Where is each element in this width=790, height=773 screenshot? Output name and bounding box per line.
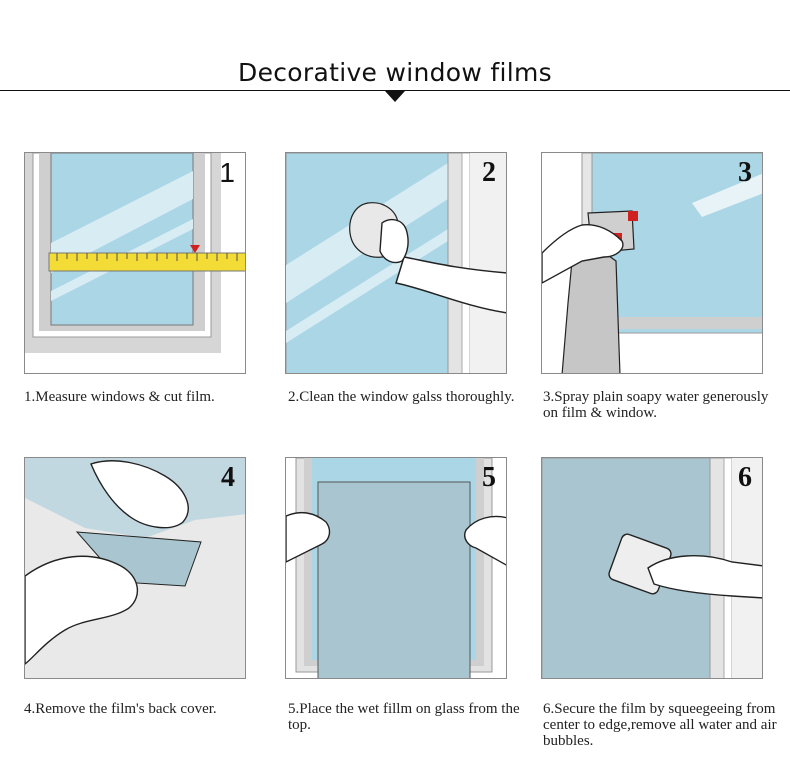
- step-5-caption: 5.Place the wet fillm on glass from the …: [288, 701, 520, 733]
- step-4-caption: 4.Remove the film's back cover.: [24, 701, 217, 717]
- step-6-illustration: 6: [541, 457, 763, 679]
- title-divider: [0, 90, 790, 91]
- step-5-illustration: 5: [285, 457, 507, 679]
- step-2-illustration: 2: [285, 152, 507, 374]
- step-number: 1: [219, 157, 235, 188]
- step-1-caption: 1.Measure windows & cut film.: [24, 389, 215, 405]
- step-number: 6: [738, 462, 752, 493]
- step-number: 4: [221, 462, 235, 493]
- step-3-illustration: 3: [541, 152, 763, 374]
- page-title: Decorative window films: [238, 58, 552, 87]
- step-number: 2: [482, 157, 496, 188]
- step-3-caption: 3.Spray plain soapy water generously on …: [543, 389, 769, 421]
- divider-arrow-icon: [385, 91, 405, 102]
- step-4-illustration: 4: [24, 457, 246, 679]
- step-number: 5: [482, 462, 496, 493]
- step-6-caption: 6.Secure the film by squeegeeing from ce…: [543, 701, 777, 749]
- step-1-illustration: 1: [24, 152, 246, 374]
- step-2-caption: 2.Clean the window galss thoroughly.: [288, 389, 515, 405]
- step-number: 3: [738, 157, 752, 188]
